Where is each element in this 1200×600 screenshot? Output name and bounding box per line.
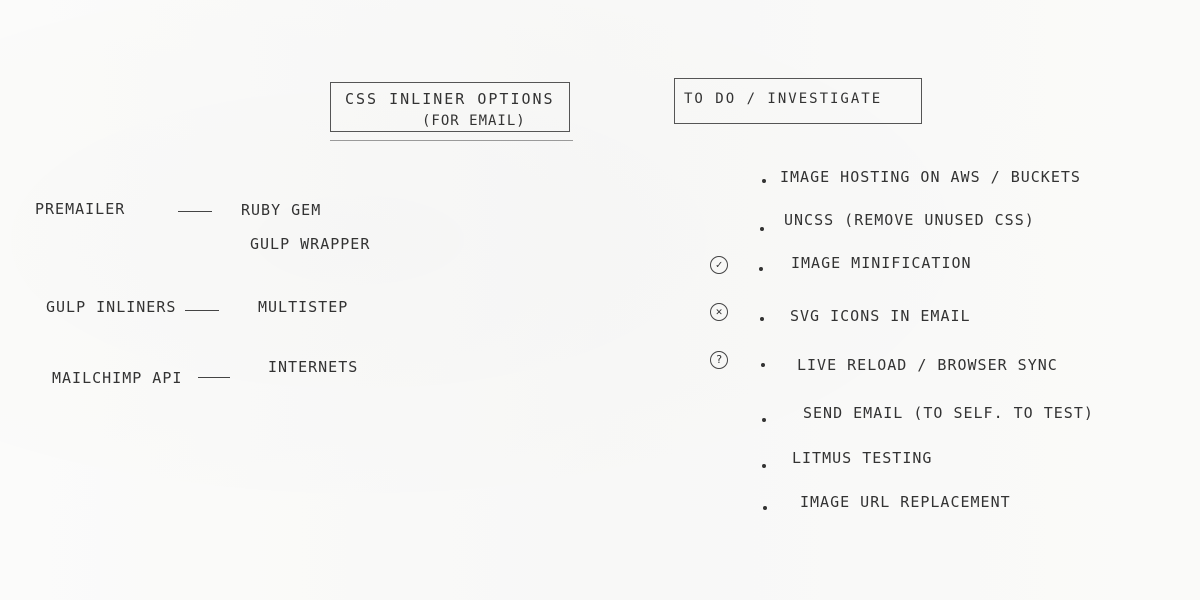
detail-multistep: MULTISTEP [258, 298, 349, 316]
question-circle-icon: ? [710, 351, 728, 369]
todo-title-box [674, 78, 922, 124]
connector-dash [198, 377, 230, 378]
connector-dash [185, 310, 219, 311]
tool-mailchimp-api: MAILCHIMP API [52, 369, 183, 387]
todo-item: LIVE RELOAD / BROWSER SYNC [797, 356, 1058, 374]
todo-bullet [759, 267, 763, 271]
connector-dash [178, 211, 212, 212]
todo-bullet [760, 227, 764, 231]
todo-item: IMAGE HOSTING ON AWS / BUCKETS [780, 168, 1081, 186]
inliner-title-box [330, 82, 570, 132]
todo-item: IMAGE MINIFICATION [791, 254, 972, 272]
todo-bullet [762, 464, 766, 468]
checkmark-icon: ✓ [710, 256, 728, 274]
inliner-title-line1: CSS INLINER OPTIONS [345, 90, 555, 108]
inliner-title-underline [330, 140, 573, 141]
todo-item: LITMUS TESTING [792, 449, 933, 467]
todo-bullet [760, 317, 764, 321]
todo-item: UNCSS (REMOVE UNUSED CSS) [784, 211, 1035, 229]
todo-item: SVG ICONS IN EMAIL [790, 307, 971, 325]
detail-ruby-gem: RUBY GEM [241, 201, 322, 219]
todo-bullet [762, 418, 766, 422]
todo-title: TO DO / INVESTIGATE [684, 91, 883, 107]
detail-gulp-wrapper: GULP WRAPPER [250, 235, 371, 253]
detail-internets: INTERNETS [268, 358, 359, 376]
tool-premailer: PREMAILER [35, 200, 126, 218]
todo-item: IMAGE URL REPLACEMENT [800, 493, 1011, 511]
todo-item: SEND EMAIL (TO SELF. TO TEST) [803, 404, 1094, 422]
inliner-title-line2: (FOR EMAIL) [422, 113, 526, 129]
todo-bullet [761, 363, 765, 367]
tool-gulp-inliners: GULP INLINERS [46, 298, 177, 316]
todo-bullet [762, 179, 766, 183]
todo-bullet [763, 506, 767, 510]
cross-circle-icon: ✕ [710, 303, 728, 321]
